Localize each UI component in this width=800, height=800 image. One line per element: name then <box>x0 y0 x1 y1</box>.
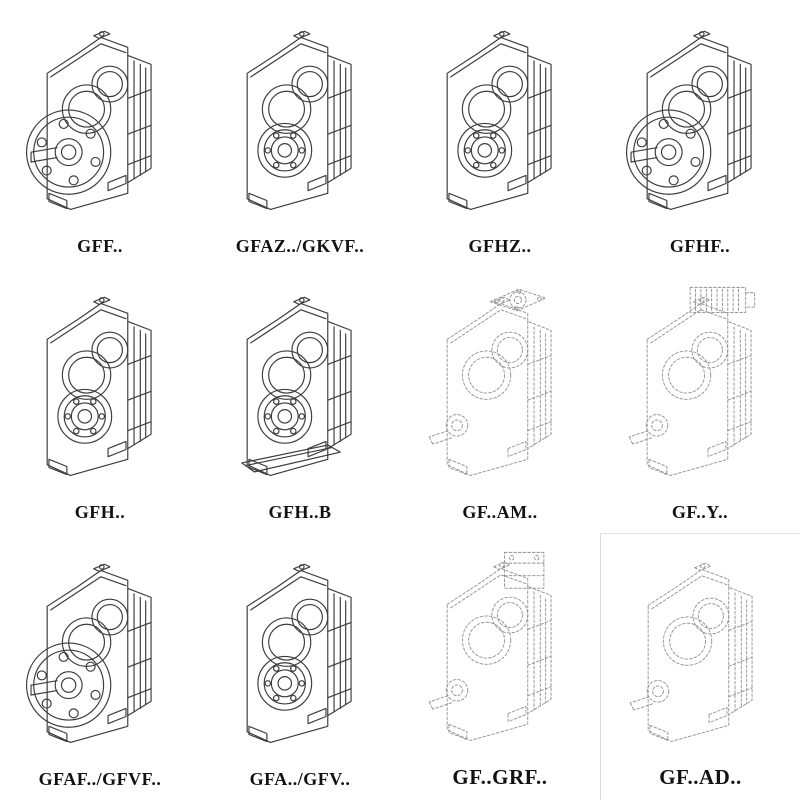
gearbox-illustration-flange <box>625 30 752 210</box>
gearbox-drawing-wrap <box>2 537 198 767</box>
gearbox-illustration-motor <box>628 287 756 477</box>
model-label: GFHF.. <box>669 235 731 256</box>
gearbox-illustration-hollow <box>446 30 552 210</box>
model-label: GFHZ.. <box>468 235 532 256</box>
model-label: GF..Y.. <box>671 502 729 523</box>
catalog-cell: GFAZ../GKVF.. <box>200 0 400 267</box>
gearbox-illustration-hollow <box>246 30 352 210</box>
catalog-cell: GFAF../GFVF.. <box>0 533 200 800</box>
catalog-cell: GF..GRF.. <box>400 533 600 800</box>
gearbox-drawing-wrap <box>2 271 198 501</box>
model-label: GF..AD.. <box>659 764 742 789</box>
model-label: GF..AM.. <box>462 502 538 523</box>
gearbox-drawing-wrap <box>202 4 398 234</box>
catalog-cell: GF..Y.. <box>600 267 800 534</box>
gearbox-drawing-wrap <box>402 271 598 501</box>
gearbox-illustration-hollow-foot <box>241 297 352 477</box>
catalog-cell: GFH..B <box>200 267 400 534</box>
model-label: GFAZ../GKVF.. <box>235 235 365 256</box>
catalog-cell: GFA../GFV.. <box>200 533 400 800</box>
gearbox-illustration-flange <box>25 563 152 744</box>
gearbox-illustration-flange <box>25 30 152 210</box>
gearbox-drawing-wrap <box>202 537 398 767</box>
gearbox-illustration-adapter <box>428 552 552 742</box>
model-label: GFA../GFV.. <box>249 768 351 789</box>
gearbox-illustration-hollow <box>246 563 352 744</box>
catalog-cell: GF..AM.. <box>400 267 600 534</box>
gearbox-drawing-wrap <box>402 4 598 234</box>
gearbox-drawing-wrap <box>202 271 398 501</box>
model-label: GFF.. <box>77 235 123 256</box>
gearbox-illustration-hollow <box>46 297 152 477</box>
gearbox-drawing-wrap <box>603 538 798 763</box>
catalog-cell: GFH.. <box>0 267 200 534</box>
gearbox-drawing-wrap <box>602 4 798 234</box>
gearbox-drawing-wrap <box>602 271 798 501</box>
gearbox-drawing-wrap <box>402 537 598 763</box>
catalog-cell: GFF.. <box>0 0 200 267</box>
gearbox-illustration-plain <box>629 562 753 742</box>
catalog-cell: GFHZ.. <box>400 0 600 267</box>
catalog-cell: GF..AD.. <box>600 533 800 800</box>
gearbox-drawing-wrap <box>2 4 198 234</box>
model-label: GFH.. <box>74 502 126 523</box>
model-label: GF..GRF.. <box>452 764 548 789</box>
model-label: GFH..B <box>268 502 332 523</box>
catalog-cell: GFHF.. <box>600 0 800 267</box>
model-label: GFAF../GFVF.. <box>38 768 162 789</box>
gearbox-illustration-flange-top <box>428 289 552 477</box>
